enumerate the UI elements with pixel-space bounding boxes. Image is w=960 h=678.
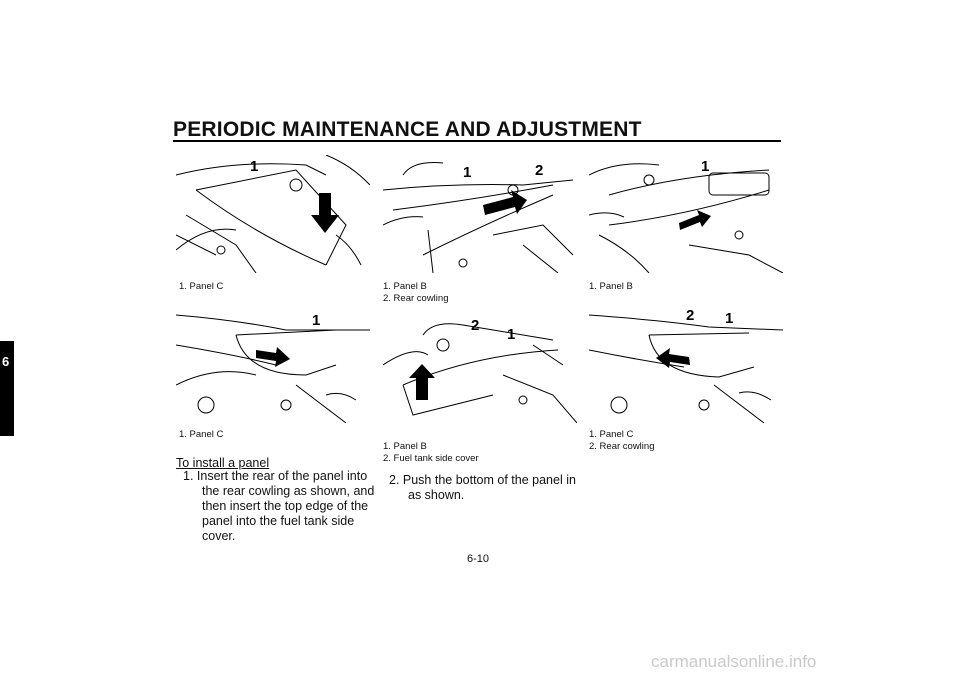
figure-caption: 1. Panel C: [179, 281, 224, 292]
svg-text:2: 2: [686, 307, 694, 324]
figure-caption: 1. Panel B: [589, 281, 633, 292]
figure-caption: 1. Panel C 2. Rear cowling: [589, 429, 655, 452]
figure-panel-c-install: 1: [176, 305, 370, 423]
svg-text:1: 1: [507, 326, 515, 343]
illustration: 1: [589, 158, 783, 273]
figure-panel-b-hand: 1: [589, 155, 783, 273]
illustration: 2 1: [383, 317, 577, 423]
title-rule: [173, 140, 781, 142]
figure-panel-b-removal: 1 2: [383, 155, 577, 273]
svg-text:1: 1: [701, 158, 709, 175]
figure-panel-c-cowling: 2 1: [589, 305, 783, 423]
page-number: 6-10: [467, 553, 490, 565]
figure-caption: 1. Panel B 2. Fuel tank side cover: [383, 441, 479, 464]
install-step-1: 1. Insert the rear of the panel into the…: [183, 469, 378, 544]
figure-caption: 1. Panel B 2. Rear cowling: [383, 281, 449, 304]
svg-text:1: 1: [725, 310, 733, 327]
chapter-number: 6: [2, 354, 10, 369]
step-text: 2. Push the bottom of the panel in as sh…: [389, 473, 576, 502]
illustration: 1 2: [383, 162, 574, 273]
figure-panel-c-removal: 1: [176, 155, 370, 273]
chapter-tab: 6: [0, 341, 14, 436]
page-title: PERIODIC MAINTENANCE AND ADJUSTMENT: [173, 118, 642, 141]
section-subheading: To install a panel: [176, 456, 270, 470]
install-step-2: 2. Push the bottom of the panel in as sh…: [389, 473, 584, 503]
svg-text:1: 1: [312, 312, 320, 329]
step-text: 1. Insert the rear of the panel into the…: [183, 469, 375, 543]
watermark: carmanualsonline.info: [651, 652, 817, 671]
svg-text:1: 1: [250, 158, 258, 175]
figure-panel-b-install: 2 1: [383, 305, 577, 423]
svg-text:1: 1: [463, 164, 471, 181]
svg-text:2: 2: [535, 162, 543, 179]
illustration: 1: [176, 155, 370, 273]
illustration: 2 1: [589, 307, 783, 423]
figure-caption: 1. Panel C: [179, 429, 224, 440]
svg-text:2: 2: [471, 317, 479, 334]
illustration: 1: [176, 312, 370, 423]
